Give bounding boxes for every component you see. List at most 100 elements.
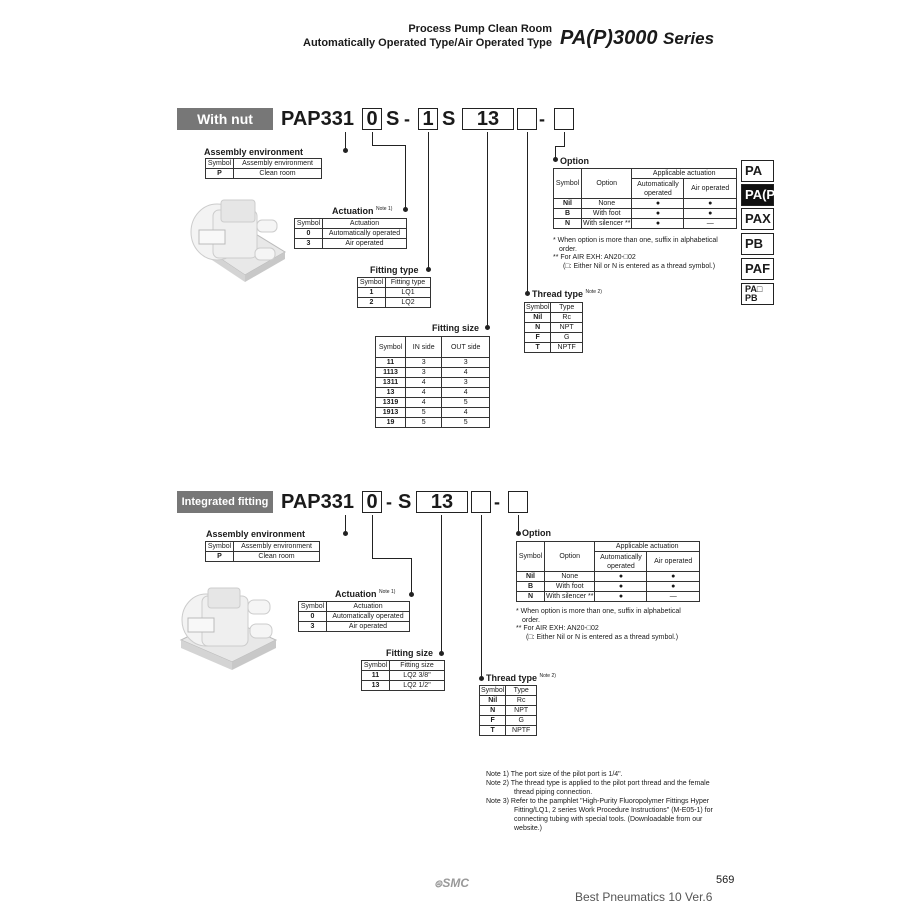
cell: 5 [441, 397, 490, 408]
cell: 4 [404, 377, 443, 388]
cell: ● [594, 591, 648, 602]
series-title: PA(P)3000 Series [560, 27, 714, 50]
th: Air operated [683, 178, 737, 199]
s2-s: S [398, 491, 412, 513]
th: Automatically operated [631, 178, 685, 199]
s2-option-note-3: (□: Either Nil or N is entered as a thre… [526, 633, 679, 641]
th: Symbol [553, 168, 582, 199]
s2-option-note-2: ** For AIR EXH: AN20-□02 [516, 625, 599, 632]
s1-box-fitting-type: 1 [418, 108, 438, 130]
cell: B [516, 581, 545, 592]
s1-dot-fitsize [485, 325, 490, 330]
s2-dash2: - [494, 492, 500, 512]
s1-actuation-title: Actuation Note 1) [332, 206, 392, 216]
cell: ● [683, 198, 737, 209]
s1-fitsize-title: Fitting size [432, 323, 479, 333]
side-tab-pb[interactable]: PB [741, 233, 774, 255]
s1-fittype-title: Fitting type [370, 265, 419, 275]
s1-option-notes: * When option is more than one, suffix i… [553, 237, 718, 271]
s1-box-thread [517, 108, 537, 130]
cell: Nil [553, 198, 582, 209]
s2-dot-actuation [409, 592, 414, 597]
cell: LQ2 1/2" [389, 680, 445, 691]
cell: T [478, 725, 507, 736]
smc-logo-icon: ⊜ [434, 879, 443, 890]
cell: 11 [375, 357, 406, 368]
cell: 13 [361, 680, 390, 691]
th: Fitting size [389, 660, 445, 671]
s1-thread-label: Thread type [532, 289, 584, 299]
s1-line-fitsize [487, 132, 488, 327]
s1-option-note-1: order. [559, 245, 577, 253]
s2-actuation-note: Note 1) [379, 589, 396, 595]
cell: G [505, 715, 537, 726]
page-header: Process Pump Clean Room Automatically Op… [282, 22, 552, 50]
s2-line-act-c [411, 558, 412, 594]
s2-box-option [508, 491, 528, 513]
th: Fitting type [385, 277, 431, 288]
th: OUT side [441, 336, 490, 358]
cell: 13 [375, 387, 406, 398]
s1-dot-assembly [343, 148, 348, 153]
th: Symbol [523, 302, 552, 313]
s2-dot-option [516, 531, 521, 536]
s1-option-note-2: ** For AIR EXH: AN20-□02 [553, 254, 636, 261]
cell: — [683, 218, 737, 229]
footnote-3d: website.) [514, 825, 543, 832]
footnote-1: Note 1) The port size of the pilot port … [486, 771, 623, 778]
s2-box-actuation: 0 [362, 491, 382, 513]
cell: NPTF [550, 342, 583, 353]
s1-s1: S [386, 108, 400, 130]
footnote-3b: Fitting/LQ1, 2 series Work Procedure Ins… [514, 807, 713, 814]
cell: 1319 [375, 397, 406, 408]
cell: Air operated [322, 238, 407, 249]
cell: 4 [441, 407, 490, 418]
side-tab-pa[interactable]: PA [741, 160, 774, 182]
s1-line-act-a [372, 132, 373, 146]
cell: 0 [294, 228, 323, 239]
cell: N [553, 218, 582, 229]
th: Symbol [375, 336, 406, 358]
header-line1: Process Pump Clean Room [408, 23, 552, 35]
s1-dash1: - [404, 109, 410, 129]
cell: — [646, 591, 700, 602]
th: Type [505, 685, 537, 696]
side-tab-pap[interactable]: PA(P) [741, 184, 779, 206]
s1-thread-note: Note 2) [585, 289, 602, 295]
s1-option-note-0: * When option is more than one, suffix i… [553, 237, 718, 244]
side-tab-pax[interactable]: PAX [741, 208, 774, 230]
s2-line-thread [481, 515, 482, 678]
cell: None [580, 198, 633, 209]
cell: 1 [357, 287, 386, 298]
th: Option [580, 168, 633, 199]
th: Applicable actuation [631, 168, 737, 179]
cell: With foot [580, 208, 633, 219]
s2-box-fitting-size: 13 [416, 491, 468, 513]
smc-logo: ⊜SMC [434, 876, 469, 890]
s2-dot-thread [479, 676, 484, 681]
s1-line-assembly [345, 132, 346, 150]
side-tab-paf[interactable]: PAF [741, 258, 774, 280]
s1-line-opt-a [564, 132, 565, 146]
s1-line-opt-c [555, 146, 556, 160]
s1-line-act-b [372, 145, 406, 146]
th: Applicable actuation [594, 541, 700, 552]
s1-dot-fittype [426, 267, 431, 272]
cell: Nil [523, 312, 552, 323]
cell: With foot [543, 581, 596, 592]
s1-line-thread [527, 132, 528, 293]
th: Automatically operated [594, 551, 648, 572]
side-tab-pa-pb[interactable]: PA□ PB [741, 283, 774, 305]
cell: With silencer ** [543, 591, 596, 602]
cell: 3 [404, 367, 443, 378]
s1-dot-thread [525, 291, 530, 296]
s2-line-assembly [345, 515, 346, 533]
s2-line-option [518, 515, 519, 535]
cell: ● [594, 571, 648, 582]
th: Symbol [478, 685, 507, 696]
